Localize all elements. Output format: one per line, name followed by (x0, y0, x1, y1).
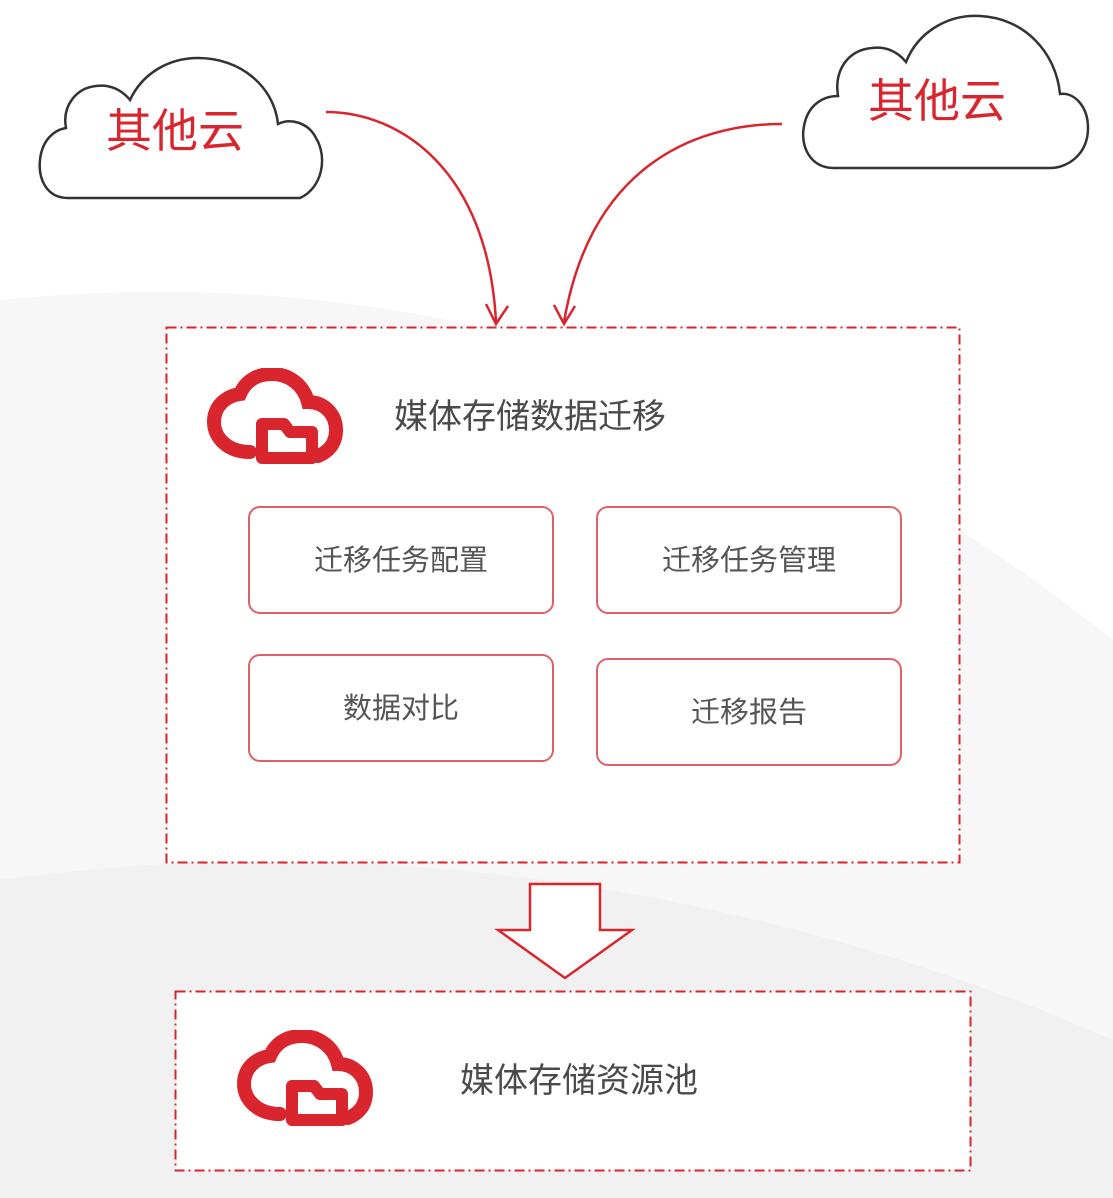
feature-label: 数据对比 (342, 690, 459, 725)
feature-migration-task-management[interactable]: 迁移任务管理 (596, 506, 902, 614)
arrow-right-curve (562, 122, 783, 323)
source-cloud-right (801, 14, 1090, 170)
feature-label: 迁移任务管理 (661, 542, 836, 577)
feature-label: 迁移任务配置 (313, 542, 488, 577)
feature-migration-task-config[interactable]: 迁移任务配置 (248, 506, 554, 614)
target-resource-pool-title: 媒体存储资源池 (460, 1061, 698, 1101)
migration-service-title: 媒体存储数据迁移 (394, 397, 666, 437)
arrow-left-curve (325, 110, 498, 323)
arrow-down-icon (494, 882, 636, 980)
source-cloud-left (38, 56, 324, 200)
arrow-left-head (484, 303, 510, 327)
cloud-folder-icon (236, 1030, 374, 1126)
source-cloud-left-label: 其他云 (106, 104, 244, 158)
feature-migration-report[interactable]: 迁移报告 (596, 658, 902, 766)
feature-label: 迁移报告 (690, 694, 807, 729)
cloud-folder-icon (206, 368, 344, 464)
arrow-right-head (552, 304, 577, 327)
source-cloud-right-label: 其他云 (868, 74, 1006, 128)
feature-data-comparison[interactable]: 数据对比 (248, 654, 554, 762)
